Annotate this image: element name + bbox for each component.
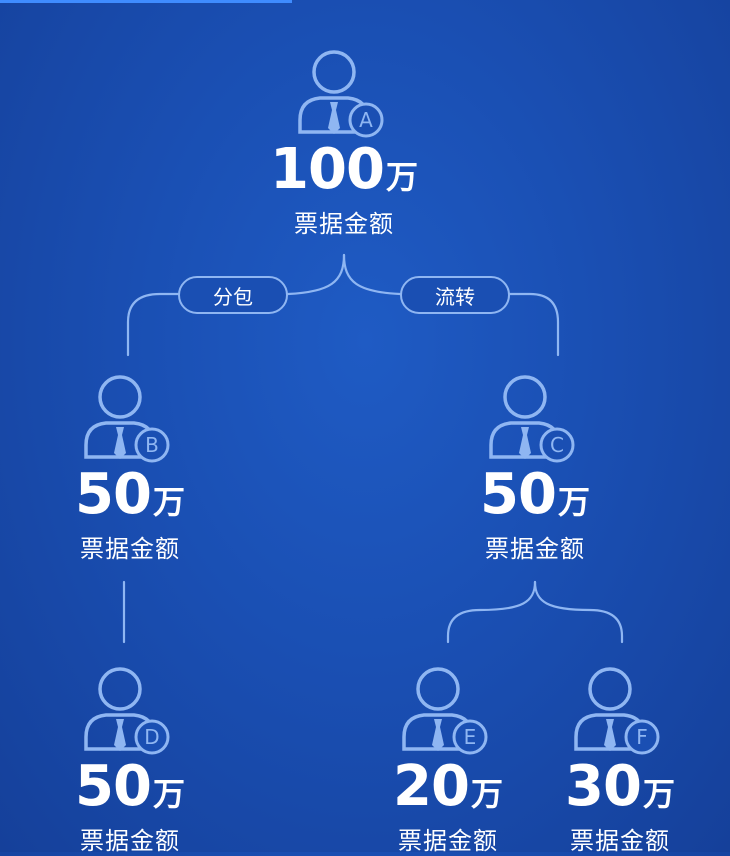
caption-e: 票据金额 xyxy=(398,827,498,855)
brace-a-right xyxy=(342,253,402,296)
caption-c: 票据金额 xyxy=(485,535,585,563)
split-label: 分包 xyxy=(178,276,288,314)
node-c: C 50 万 票据金额 xyxy=(455,373,615,564)
node-d: D 50 万 票据金额 xyxy=(50,665,210,856)
amount-c-value: 50 xyxy=(480,462,557,527)
top-accent-strip xyxy=(0,0,292,3)
amount-b-value: 50 xyxy=(75,462,152,527)
caption-d: 票据金额 xyxy=(80,827,180,855)
amount-d: 50 万 xyxy=(50,759,210,815)
amount-e: 20 万 xyxy=(368,759,528,815)
amount-b-unit: 万 xyxy=(152,483,185,521)
node-b: B 50 万 票据金额 xyxy=(50,373,210,564)
amount-c: 50 万 xyxy=(455,467,615,523)
badge-f-letter: F xyxy=(636,725,648,749)
caption-b: 票据金额 xyxy=(80,535,180,563)
caption-a: 票据金额 xyxy=(294,210,394,238)
amount-e-unit: 万 xyxy=(470,775,503,813)
branch-a-to-b xyxy=(126,292,180,357)
amount-a-unit: 万 xyxy=(385,158,418,196)
amount-f-value: 30 xyxy=(565,754,642,819)
badge-c-letter: C xyxy=(550,433,564,457)
transfer-label: 流转 xyxy=(400,276,510,314)
brace-c-right xyxy=(533,580,624,644)
caption-f: 票据金额 xyxy=(570,827,670,855)
amount-b: 50 万 xyxy=(50,467,210,523)
branch-a-to-c xyxy=(508,292,560,357)
badge-e-letter: E xyxy=(464,725,477,749)
person-icon: C xyxy=(489,375,575,463)
amount-e-value: 20 xyxy=(393,754,470,819)
amount-f: 30 万 xyxy=(540,759,700,815)
amount-d-value: 50 xyxy=(75,754,152,819)
person-icon: D xyxy=(84,667,170,755)
node-e: E 20 万 票据金额 xyxy=(368,665,528,856)
brace-a-left xyxy=(286,253,346,296)
amount-c-unit: 万 xyxy=(557,483,590,521)
badge-b-letter: B xyxy=(145,433,159,457)
amount-a-value: 100 xyxy=(270,137,385,202)
brace-c-left xyxy=(446,580,537,644)
amount-a: 100 万 xyxy=(264,142,424,198)
person-icon: B xyxy=(84,375,170,463)
amount-f-unit: 万 xyxy=(642,775,675,813)
person-icon: F xyxy=(574,667,660,755)
badge-d-letter: D xyxy=(144,725,159,749)
person-icon: A xyxy=(298,50,384,138)
person-icon: E xyxy=(402,667,488,755)
badge-a-letter: A xyxy=(359,108,373,132)
node-a: A 100 万 票据金额 xyxy=(264,48,424,239)
amount-d-unit: 万 xyxy=(152,775,185,813)
node-f: F 30 万 票据金额 xyxy=(540,665,700,856)
